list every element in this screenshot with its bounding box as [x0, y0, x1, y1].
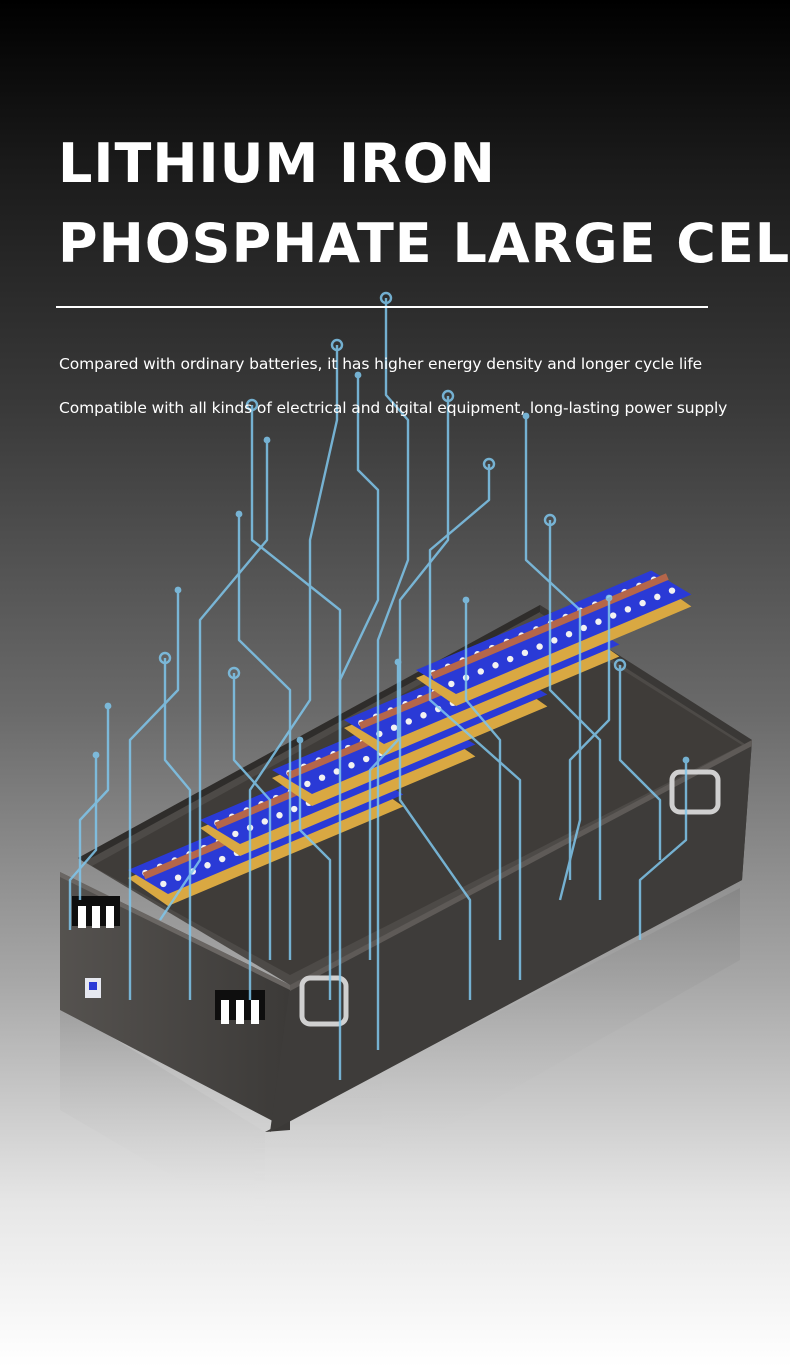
circuit-line: [298, 740, 332, 1000]
circuit-node-dot: [263, 436, 271, 444]
circuit-node-ring: [613, 658, 627, 672]
circuit-line: [237, 514, 292, 960]
cell-terminal: [477, 668, 484, 675]
cell-terminal: [565, 630, 573, 638]
cell-terminal: [654, 593, 661, 601]
cell-terminal: [333, 768, 340, 775]
circuit-line: [464, 600, 502, 940]
circuit-line: [128, 590, 180, 1000]
circuit-node-ring: [441, 389, 455, 403]
cell-terminal: [595, 618, 602, 625]
floor-reflection: [60, 888, 740, 1230]
cell-terminal: [624, 606, 632, 613]
circuit-node-dot: [522, 412, 530, 420]
circuit-node-ring: [482, 457, 496, 471]
carry-handle-front: [299, 975, 349, 1027]
cell-terminal: [551, 637, 558, 644]
circuit-line: [524, 416, 582, 901]
circuit-node-dot: [235, 510, 243, 518]
circuit-node-ring: [245, 398, 259, 412]
circuit-line: [248, 345, 339, 1000]
cell-terminal: [536, 643, 543, 650]
cell-terminal: [390, 724, 398, 731]
cell-terminal: [204, 862, 211, 869]
cell-terminal: [506, 655, 514, 663]
circuit-node-ring: [158, 651, 172, 665]
circuit-node-dot: [394, 658, 402, 666]
terminal-connector-right: [215, 990, 265, 1024]
circuit-node-dot: [92, 751, 100, 759]
title-line-1: LITHIUM IRON: [58, 132, 496, 195]
cell-terminal: [174, 874, 182, 881]
cell-terminal: [160, 880, 167, 888]
circuit-node-dot: [296, 736, 304, 744]
circuit-line: [638, 760, 688, 940]
circuit-node-ring: [227, 666, 241, 680]
carry-handle-side: [669, 769, 721, 815]
cell-terminal: [668, 587, 676, 594]
title-line-2: PHOSPHATE LARGE CELL: [58, 212, 790, 275]
circuit-line: [376, 298, 410, 1050]
cell-terminal: [276, 812, 283, 819]
battery-case-front: [60, 740, 752, 1132]
circuit-line: [618, 665, 662, 860]
circuit-line: [428, 464, 522, 980]
circuit-line: [163, 658, 192, 1000]
feature-text-1: Compared with ordinary batteries, it has…: [59, 355, 703, 373]
circuit-node-ring: [330, 338, 344, 352]
circuit-line: [232, 673, 272, 960]
cell-terminal: [405, 718, 412, 725]
circuit-line: [568, 598, 611, 880]
circuit-node-dot: [682, 756, 690, 764]
cell-terminal: [290, 805, 298, 813]
cell-terminal: [609, 612, 617, 619]
cell-terminal: [580, 624, 587, 632]
cell-terminal: [218, 855, 226, 863]
circuit-node-dot: [462, 596, 470, 604]
circuit-node-ring: [379, 291, 393, 305]
cell-terminal: [348, 762, 355, 769]
cell-terminal: [318, 774, 326, 781]
cell-tops: [416, 570, 692, 694]
circuit-node-dot: [104, 702, 112, 710]
cell-terminal: [304, 780, 311, 788]
cell-terminal: [639, 599, 646, 607]
circuit-node-dot: [174, 586, 182, 594]
title-divider: [56, 306, 708, 308]
cell-terminal: [261, 818, 268, 825]
circuit-node-dot: [354, 371, 362, 379]
circuit-node-dot: [605, 594, 613, 602]
feature-text-2: Compatible with all kinds of electrical …: [59, 399, 728, 417]
circuit-line: [250, 405, 342, 760]
circuit-line: [68, 755, 98, 930]
circuit-line: [368, 662, 400, 960]
cell-terminal: [232, 830, 239, 838]
terminal-connector-left: [72, 896, 120, 928]
circuit-line: [548, 520, 602, 900]
cell-module: [416, 570, 692, 706]
cell-terminal: [362, 755, 370, 763]
cell-terminal: [492, 662, 499, 669]
circuit-line: [398, 396, 472, 1000]
circuit-node-ring: [543, 513, 557, 527]
cell-terminal: [420, 712, 427, 719]
page-title: LITHIUM IRON PHOSPHATE LARGE CELL: [58, 124, 790, 284]
circuit-line: [159, 440, 269, 921]
cell-terminal: [448, 680, 455, 688]
circuit-line: [78, 706, 110, 900]
circuit-lines-decoration: [68, 291, 690, 1080]
status-label: [85, 978, 101, 998]
cell-terminal: [521, 649, 529, 657]
